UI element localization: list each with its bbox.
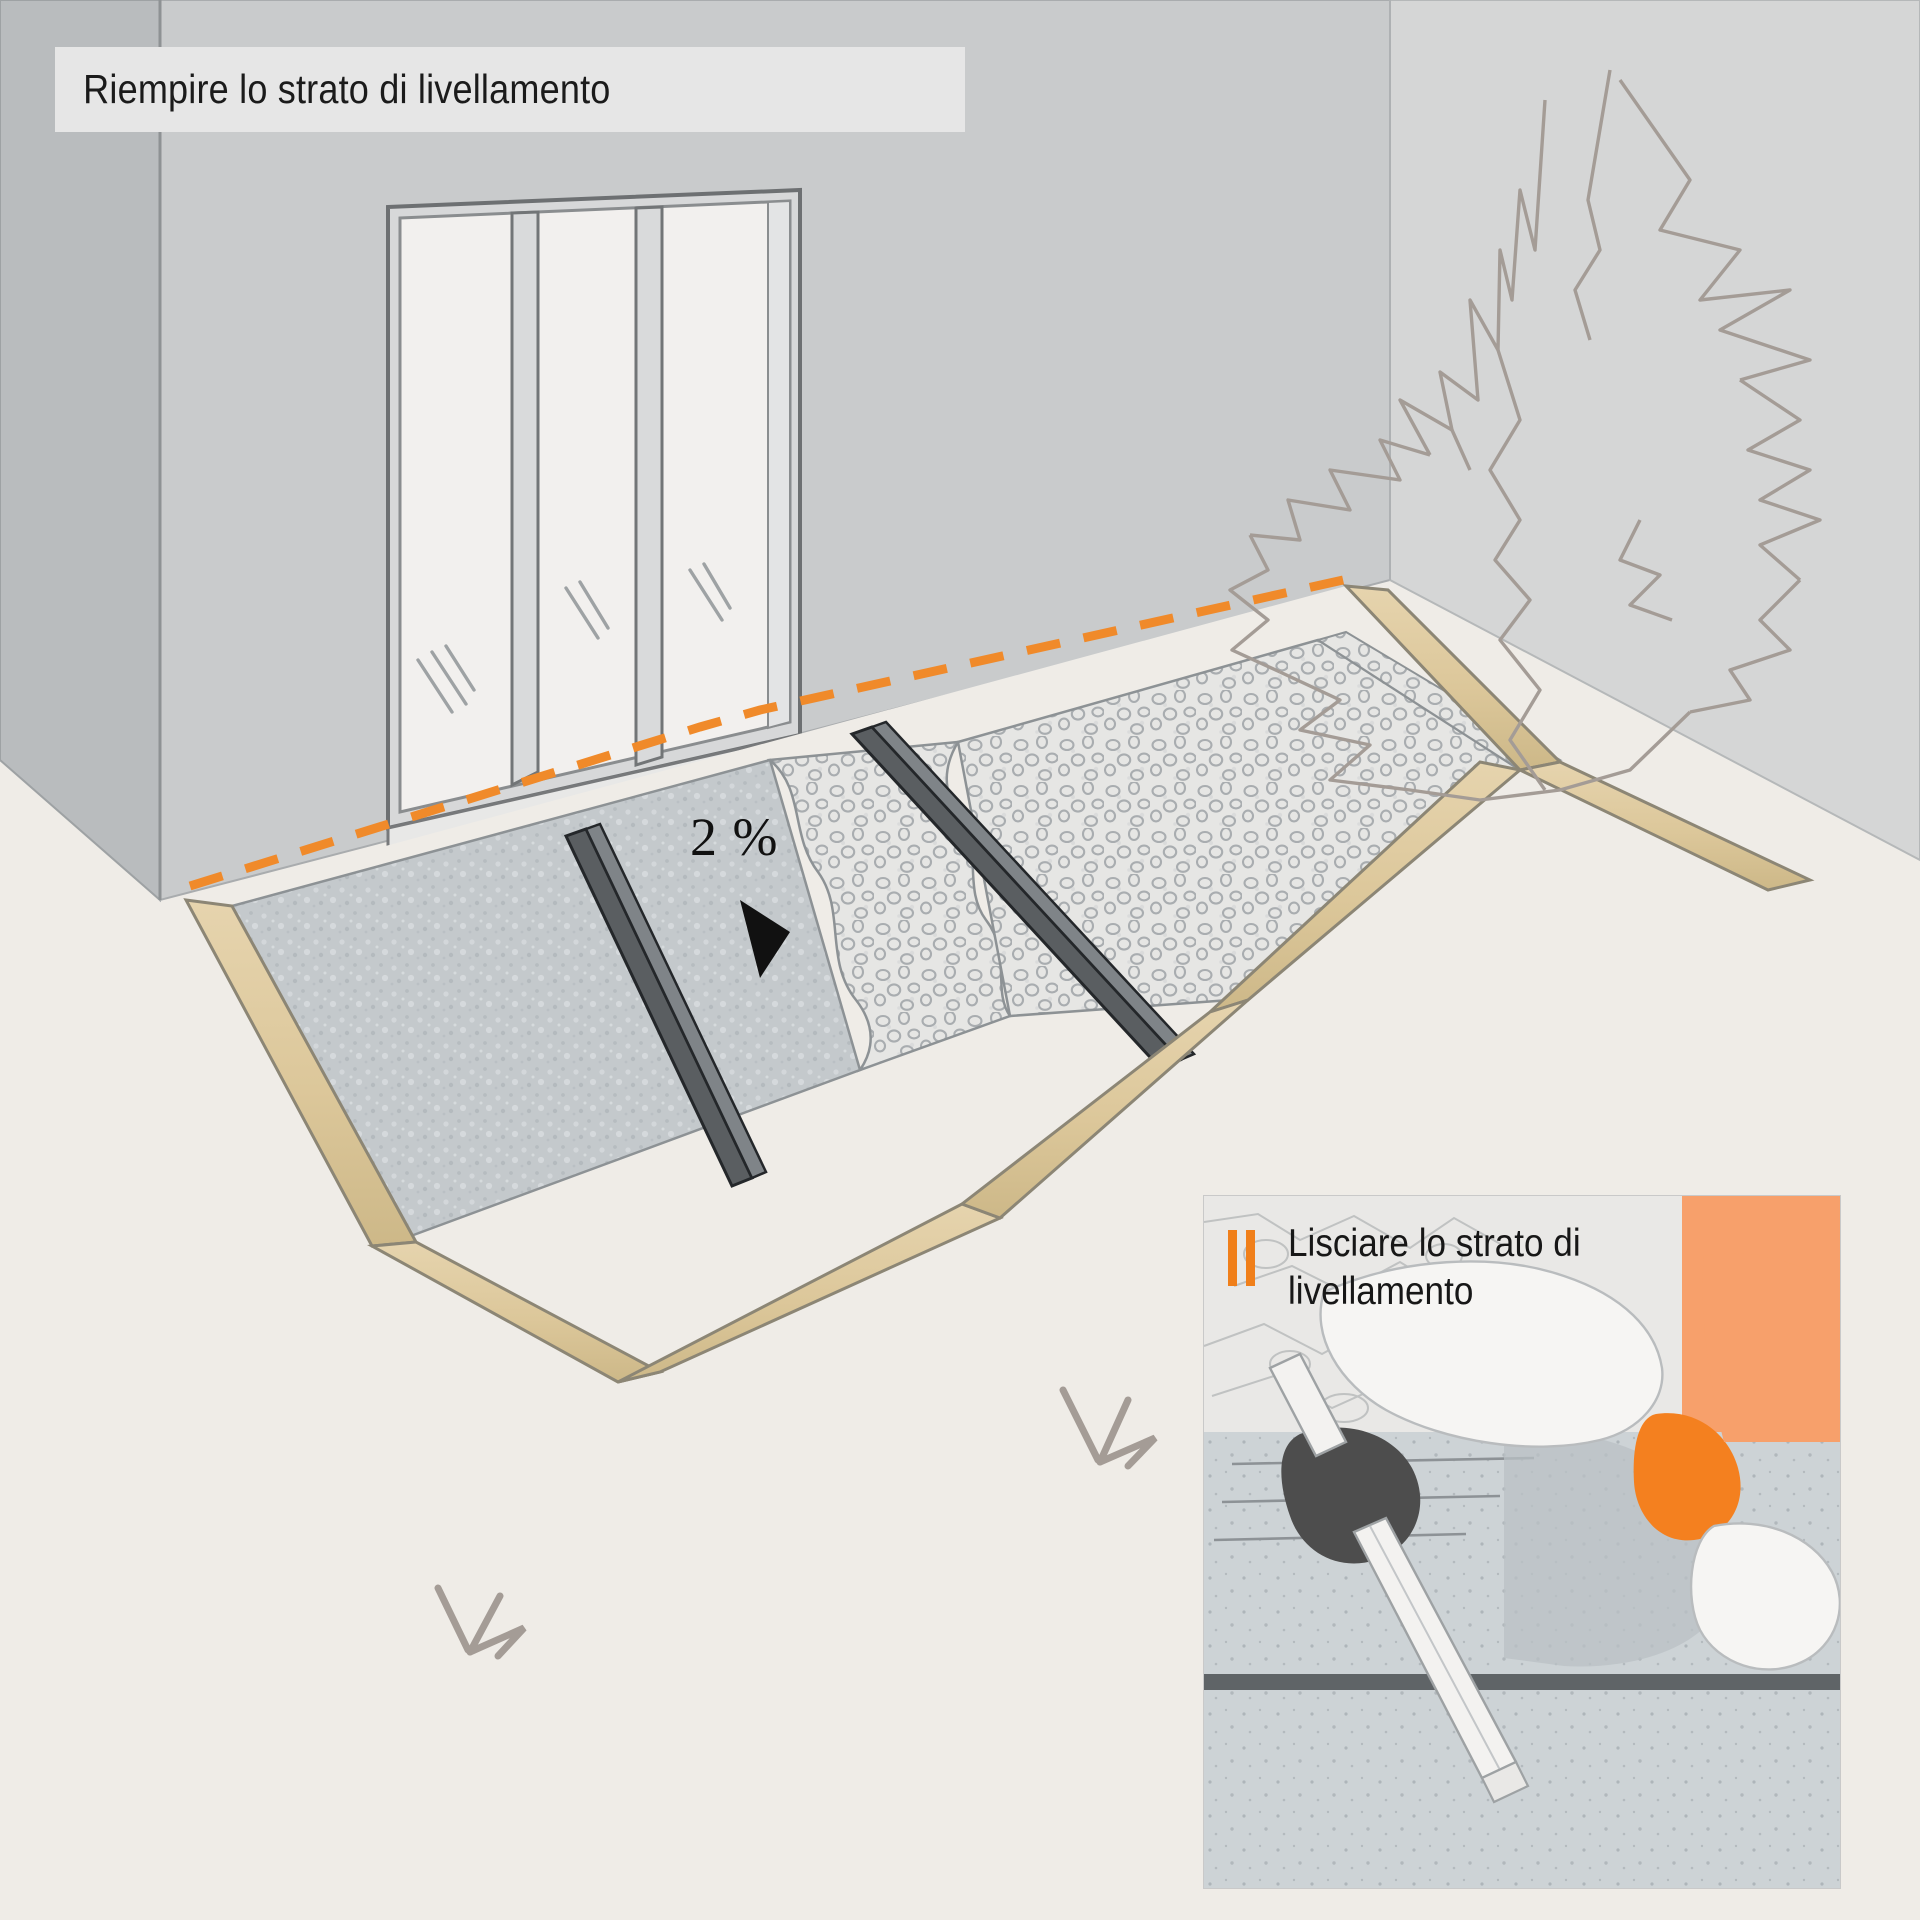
- formwork-batten-front-right: [958, 998, 1249, 1220]
- step-marker-icon: [1228, 1230, 1262, 1286]
- screed-rail-left: [563, 822, 768, 1188]
- page-title: Riempire lo strato di livellamento: [83, 66, 611, 112]
- ornamental-shrub: [1228, 69, 1822, 802]
- grass-tuft-right: [1059, 1386, 1158, 1470]
- inset-worker-glove: [1633, 1413, 1741, 1541]
- inset-worker-arm: [1319, 1260, 1664, 1448]
- inset-worker-sleeve: [1702, 1252, 1840, 1442]
- step-title-band: Riempire lo strato di livellamento: [55, 47, 965, 132]
- level-guideline-dashed: [188, 573, 1353, 891]
- grass-tuft-left: [434, 1584, 527, 1660]
- slope-label: 2 %: [690, 807, 779, 867]
- inset-joint-band: [1204, 1674, 1840, 1690]
- inset-panel[interactable]: Lisciare lo strato di livellamento: [1204, 1196, 1840, 1888]
- inset-worker-shoe: [1689, 1522, 1840, 1671]
- slope-arrow-icon: [740, 900, 790, 978]
- wall-left-face: [0, 0, 161, 903]
- inset-trowel-tip: [1480, 1760, 1530, 1804]
- inset-illustration: [1204, 1196, 1840, 1888]
- formwork-batten-right-lower: [1515, 760, 1815, 892]
- formwork-battens: [183, 584, 1815, 1384]
- sliding-glass-door: [386, 187, 802, 864]
- inset-caption: Lisciare lo strato di livellamento: [1288, 1222, 1581, 1314]
- inset-trowel-handle: [1268, 1352, 1348, 1458]
